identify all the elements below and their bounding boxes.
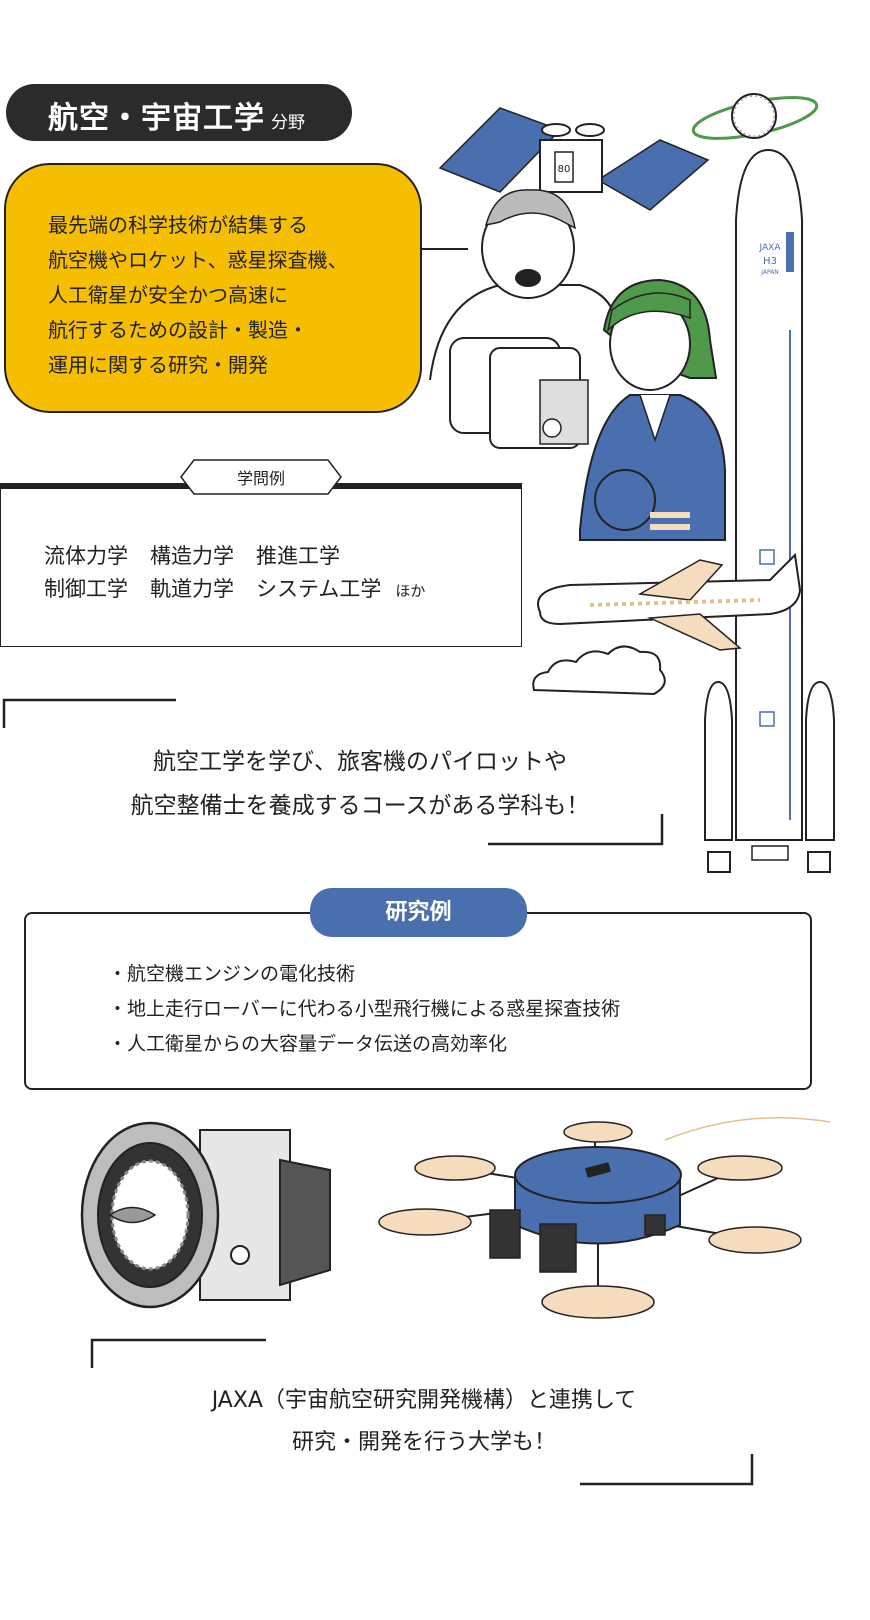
bubble-pointer: [420, 248, 468, 250]
quote-line: JAXA（宇宙航空研究開発機構）と連携して: [211, 1388, 637, 1413]
fields-label-badge: [180, 459, 342, 495]
quote1-brackets: [2, 698, 664, 846]
list-item: ・航空機エンジンの電化技術: [108, 963, 356, 985]
pilot-icon: [579, 278, 726, 541]
field-item: 構造力学: [150, 544, 234, 568]
intro-line: 航行するための設計・製造・: [48, 318, 308, 342]
intro-line: 航空機やロケット、惑星探査機、: [48, 248, 348, 272]
quote-pilot-course: 航空工学を学び、旅客機のパイロットや 航空整備士を養成するコースがある学科も！: [0, 740, 720, 828]
airplane-icon: [537, 552, 802, 651]
rocket-icon: JAXA H3 JAPAN: [704, 148, 835, 873]
field-item: 軌道力学: [150, 577, 234, 601]
page-title-suffix: 分野: [271, 113, 305, 133]
drone-icon: [378, 1117, 831, 1319]
svg-text:JAXA: JAXA: [759, 243, 782, 253]
planet-icon: [691, 93, 819, 140]
quote-line: 航空工学を学び、旅客機のパイロットや: [153, 749, 567, 775]
quote-line: 研究・開発を行う大学も！: [291, 1430, 556, 1455]
intro-bubble: [4, 163, 422, 413]
intro-line: 運用に関する研究・開発: [48, 353, 268, 377]
jet-engine-icon: [80, 1121, 331, 1309]
field-item: 流体力学: [44, 544, 128, 568]
satellite-label: 80: [558, 164, 571, 175]
quote-jaxa: JAXA（宇宙航空研究開発機構）と連携して 研究・開発を行う大学も！: [0, 1380, 848, 1464]
quote2-brackets: [90, 1338, 754, 1486]
cloud-icon: [532, 645, 666, 696]
satellite-icon: 80: [438, 107, 710, 211]
fields-box: [0, 483, 522, 647]
fields-row: 流体力学構造力学推進工学: [44, 540, 362, 570]
page-title: 航空・宇宙工学: [48, 101, 265, 136]
intro-line: 人工衛星が安全かつ高速に: [48, 283, 288, 307]
field-item: 推進工学: [256, 544, 340, 568]
field-item: システム工学: [256, 577, 382, 601]
research-label: 研究例: [310, 888, 527, 937]
astronaut-icon: [429, 189, 618, 449]
list-item: ・地上走行ローバーに代わる小型飛行機による惑星探査技術: [108, 998, 621, 1020]
field-item: 制御工学: [44, 577, 128, 601]
intro-text: 最先端の科学技術が結集する 航空機やロケット、惑星探査機、 人工衛星が安全かつ高…: [48, 208, 348, 383]
svg-text:H3: H3: [763, 256, 777, 267]
section-title: 航空・宇宙工学 分野: [6, 84, 352, 141]
fields-row: 制御工学軌道力学システム工学ほか: [44, 573, 425, 603]
list-item: ・人工衛星からの大容量データ伝送の高効率化: [108, 1033, 508, 1055]
fields-suffix: ほか: [395, 582, 426, 600]
fields-label: 学問例: [236, 469, 285, 488]
intro-line: 最先端の科学技術が結集する: [48, 213, 308, 237]
research-list: ・航空機エンジンの電化技術 ・地上走行ローバーに代わる小型飛行機による惑星探査技…: [108, 957, 620, 1062]
svg-text:JAPAN: JAPAN: [760, 269, 779, 276]
quote-line: 航空整備士を養成するコースがある学科も！: [130, 793, 590, 819]
